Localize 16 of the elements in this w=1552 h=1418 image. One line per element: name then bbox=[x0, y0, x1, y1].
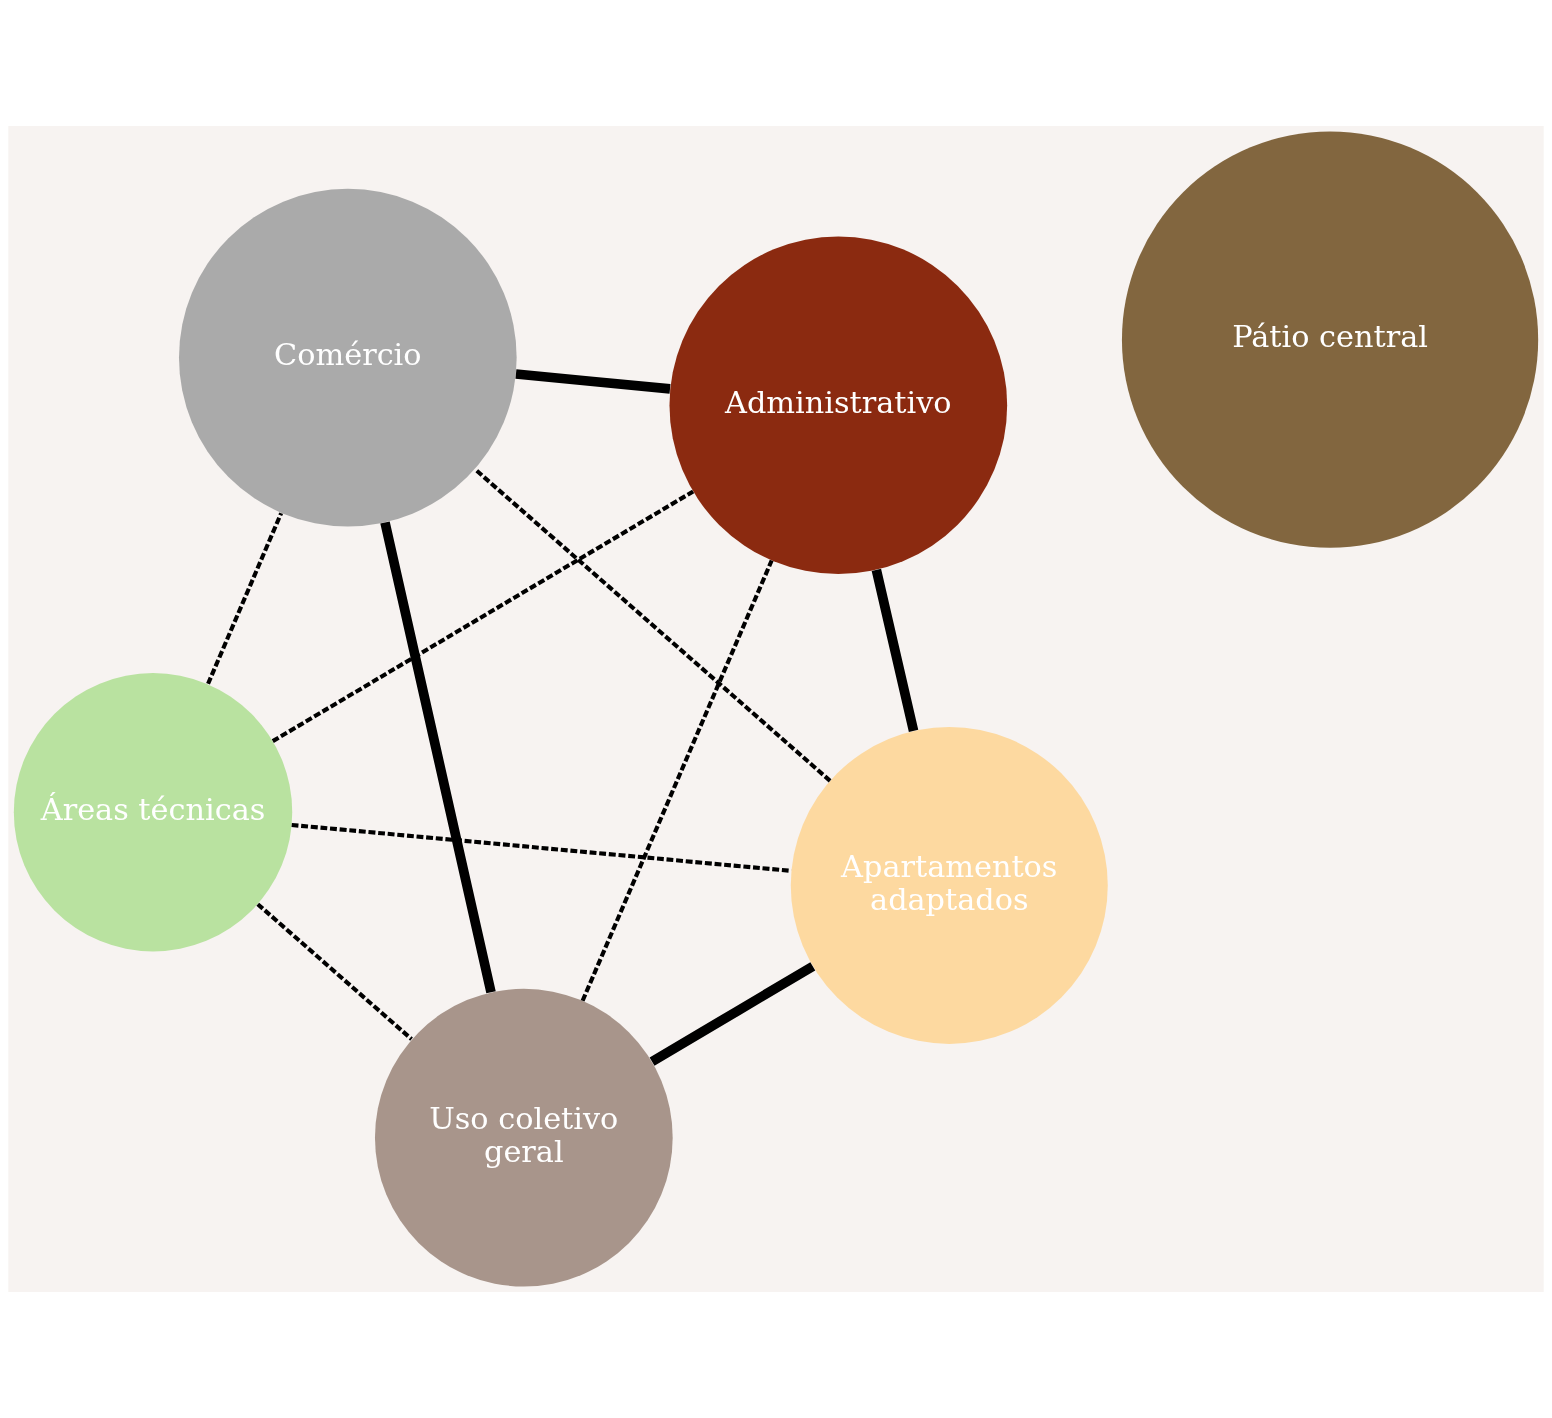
connector bbox=[649, 962, 816, 1066]
connector bbox=[871, 568, 919, 732]
node-circle: Apartamentos adaptados bbox=[790, 726, 1108, 1044]
connector bbox=[473, 467, 832, 783]
connector bbox=[256, 902, 413, 1041]
connector bbox=[271, 489, 695, 743]
connector bbox=[291, 822, 792, 873]
node-circle: Pátio central bbox=[1121, 131, 1539, 548]
node-circle: Administrativo bbox=[669, 236, 1008, 575]
node-circle: Áreas técnicas bbox=[13, 673, 293, 952]
node-circle: Uso coletivo geral bbox=[374, 988, 673, 1287]
node-circle: Comércio bbox=[179, 188, 517, 527]
connector bbox=[515, 369, 671, 394]
connector bbox=[206, 512, 284, 685]
connector bbox=[380, 521, 496, 994]
connector bbox=[580, 559, 774, 1002]
